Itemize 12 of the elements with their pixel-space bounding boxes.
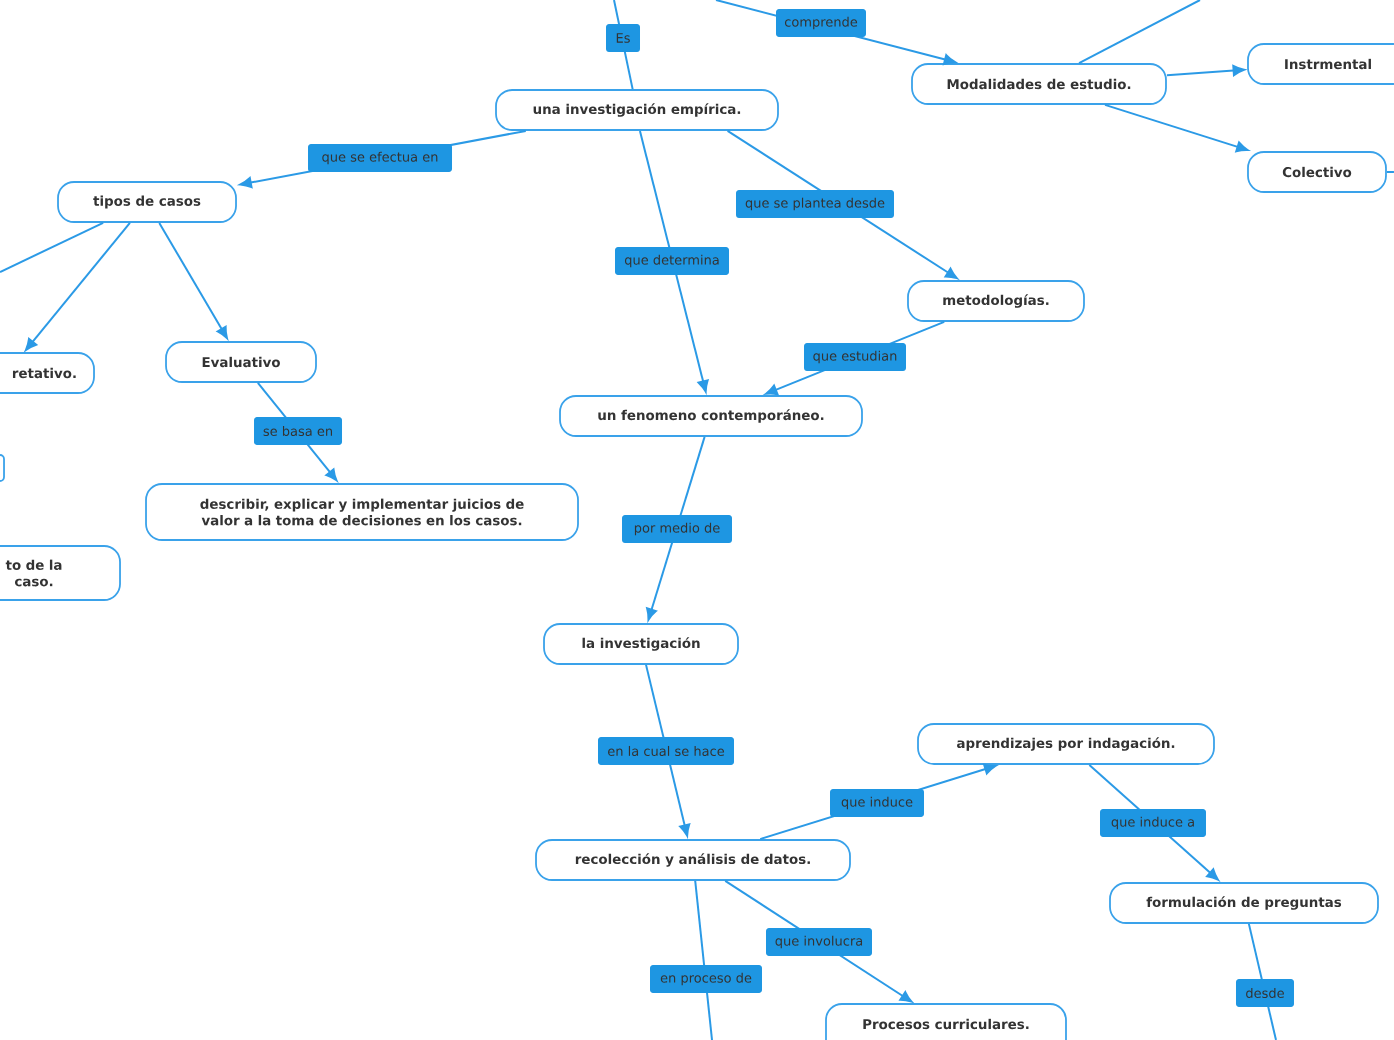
arrow [158,221,228,339]
arrow [645,663,691,837]
connector-line [1385,171,1394,173]
arrow [1165,64,1245,77]
connector-line [0,221,105,273]
connector-line [1078,0,1201,65]
connector-line [613,0,634,91]
arrow [646,435,706,621]
arrow [1104,103,1249,153]
arrow [25,221,131,351]
concept-box [0,454,5,482]
arrow [638,129,709,393]
